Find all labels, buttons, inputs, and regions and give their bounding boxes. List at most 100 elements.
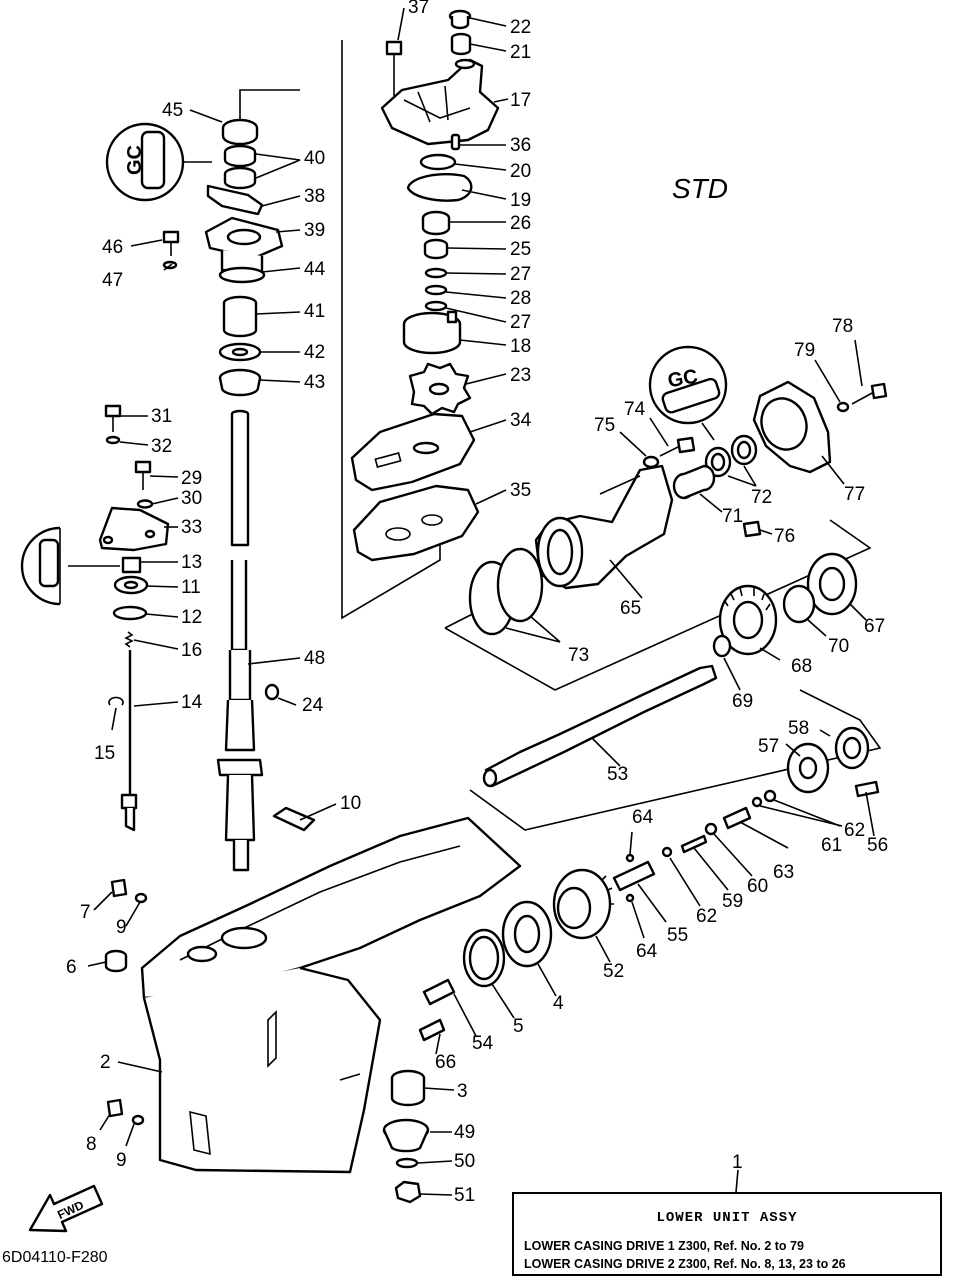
assembly-line: LOWER CASING DRIVE 1 Z300, Ref. No. 2 to…: [524, 1239, 804, 1253]
callout: 54: [472, 1033, 494, 1054]
circlip-13: [121, 556, 142, 574]
callout: 13: [181, 552, 202, 573]
o-ring-20: [419, 153, 457, 171]
callout: 27: [510, 264, 531, 285]
bushing-66: [418, 1018, 446, 1042]
callout: 3: [457, 1081, 468, 1102]
callout: 37: [408, 0, 429, 18]
bolt-31: [104, 404, 122, 432]
callout: 1: [732, 1152, 743, 1173]
spring-16: [124, 631, 134, 648]
callout: 16: [181, 640, 202, 661]
washer-9b: [131, 1114, 145, 1126]
ball-62a: [751, 796, 763, 808]
pin-56: [854, 780, 880, 798]
ball-64a: [625, 853, 635, 863]
callout: 68: [791, 656, 812, 677]
callout: 30: [181, 488, 202, 509]
callout: 23: [510, 365, 531, 386]
callout: 74: [624, 399, 646, 420]
callout: 61: [821, 835, 842, 856]
callout: 43: [304, 372, 325, 393]
washer-79: [836, 401, 850, 413]
callout: 62: [844, 820, 865, 841]
reverse-gear-68: [718, 584, 778, 656]
callout: 41: [304, 301, 325, 322]
lube-callout-13-icon: [20, 526, 120, 606]
gasket-35: [352, 484, 480, 562]
callout: 6: [66, 957, 77, 978]
pump-housing-17: [380, 58, 500, 146]
callout: 65: [620, 598, 641, 619]
nut-51: [394, 1180, 422, 1204]
propeller-shaft-53: [482, 664, 718, 788]
washer-30: [136, 499, 154, 509]
callout: 26: [510, 213, 531, 234]
callout: 50: [454, 1151, 475, 1172]
drive-shaft-48: [216, 409, 264, 872]
callout: 39: [304, 220, 325, 241]
pin-36: [450, 133, 461, 151]
callout: 5: [513, 1016, 524, 1037]
dog-clutch-57: [786, 742, 830, 794]
washer-42: [218, 342, 262, 362]
callout: 78: [832, 316, 853, 337]
bolt-78: [851, 382, 888, 405]
bushing-54: [422, 978, 456, 1006]
callout: 69: [732, 691, 753, 712]
callout: 11: [181, 577, 201, 598]
callout: 66: [435, 1052, 456, 1073]
callout: 36: [510, 135, 531, 156]
lower-casing-2: [140, 816, 522, 1174]
rubber-seal-21: [450, 32, 472, 56]
assembly-info-box: LOWER UNIT ASSY LOWER CASING DRIVE 1 Z30…: [512, 1192, 942, 1276]
callout: 25: [510, 239, 531, 260]
seal-housing-38: [206, 184, 264, 216]
ring-28: [424, 284, 448, 296]
spring-58: [834, 726, 870, 770]
callout: 76: [774, 526, 795, 547]
callout: 28: [510, 288, 531, 309]
washer-32: [105, 435, 121, 445]
impeller-housing-18: [402, 310, 462, 355]
callout: 20: [510, 161, 531, 182]
assembly-title: LOWER UNIT ASSY: [656, 1210, 798, 1226]
plunger-59: [680, 834, 708, 854]
callout: 35: [510, 480, 531, 501]
pinion-49: [382, 1118, 430, 1153]
callout: 7: [80, 902, 91, 923]
ball-64b: [625, 893, 635, 903]
callout: 63: [773, 862, 794, 883]
washer-27b: [424, 300, 448, 312]
o-ring-12: [112, 605, 148, 621]
callout: 21: [510, 42, 531, 63]
callout: 59: [722, 891, 743, 912]
callout: 67: [864, 616, 885, 637]
o-ring-73: [468, 547, 544, 636]
bolt-7: [110, 878, 128, 898]
callout: 55: [667, 925, 688, 946]
callout: 46: [102, 237, 123, 258]
pin-24: [264, 683, 280, 701]
insert-cartridge-gasket-19: [406, 172, 473, 202]
callout: 19: [510, 190, 531, 211]
callout: 73: [568, 645, 589, 666]
assembly-line: LOWER CASING DRIVE 2 Z300, Ref. No. 8, 1…: [524, 1257, 846, 1271]
prop-shaft-housing-65: [534, 464, 674, 590]
callout: 9: [116, 1150, 127, 1171]
shim-5: [462, 928, 506, 988]
ball-62b: [661, 846, 673, 858]
variant-label: STD: [672, 173, 728, 204]
callout: 57: [758, 736, 779, 757]
spring-63: [722, 806, 752, 830]
grommet-22: [448, 9, 472, 30]
bearing-45: [221, 118, 259, 146]
impeller-23: [408, 362, 472, 416]
callout: 38: [304, 186, 325, 207]
callout: 70: [828, 636, 849, 657]
callout: 17: [510, 90, 531, 111]
oil-seal-11: [113, 575, 149, 595]
washer-61: [763, 789, 777, 803]
callout: 51: [454, 1185, 475, 1206]
